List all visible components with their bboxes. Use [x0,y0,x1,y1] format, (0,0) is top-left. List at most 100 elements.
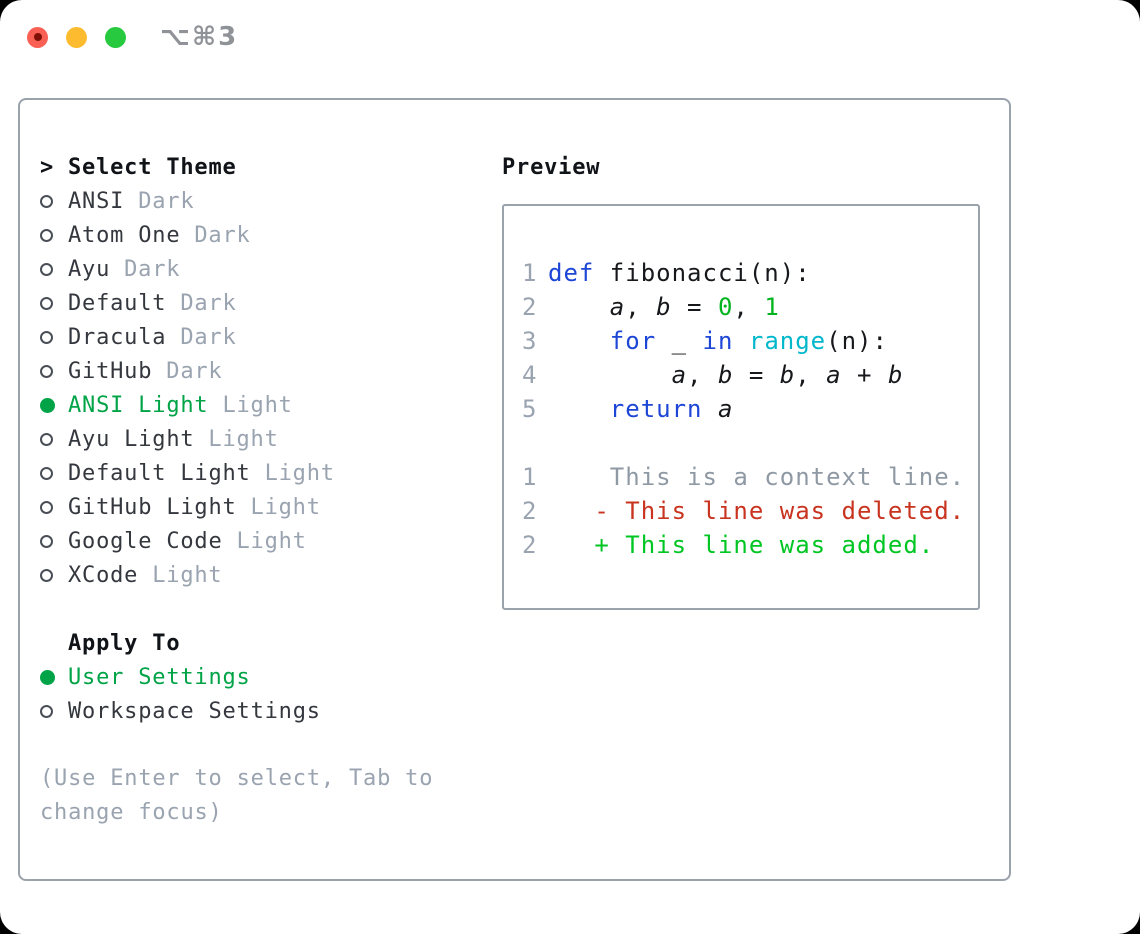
theme-option-label: Google Code [68,528,223,554]
theme-option-tag: Light [222,392,293,418]
apply-to-header: Apply To [40,626,485,660]
code-segment-ctx: This is a context line. [548,463,966,491]
code-segment-pl [548,395,610,423]
code-segment-pl [703,395,718,423]
preview-header: Preview [502,150,992,184]
line-number: 2 [522,531,538,559]
close-button[interactable] [27,26,48,48]
preview-title: Preview [502,154,601,180]
theme-option-atom-one[interactable]: Atom One Dark [40,218,485,252]
theme-option-tag: Dark [124,256,181,282]
apply-option-label: User Settings [68,664,251,690]
radio-icon [40,568,68,582]
theme-option-tag: Dark [194,222,251,248]
radio-circle-icon [40,194,53,208]
theme-option-label: GitHub [68,358,153,384]
code-segment-va: b [656,293,672,321]
theme-option-label: Ayu [68,256,111,282]
code-blank-line [522,426,978,460]
code-segment-va: b [887,361,904,389]
radio-icon [40,364,68,378]
code-segment-fn: range [748,327,827,355]
window-title-shortcut: ⌥⌘3 [160,22,239,52]
radio-circle-icon [40,568,53,582]
radio-circle-icon [40,330,53,344]
theme-option-label: ANSI [68,188,125,214]
spacer [40,592,485,626]
radio-circle-icon [40,669,55,685]
theme-option-label: Default Light [68,460,251,486]
radio-circle-icon [40,534,53,548]
theme-option-default-light[interactable]: Default Light Light [40,456,485,490]
code-segment-add: + This line was added. [548,531,935,559]
line-number: 2 [522,293,538,321]
radio-circle-icon [40,397,55,413]
code-line: 3 for _ in range(n): [522,324,978,358]
code-segment-nu: 0 [717,293,734,321]
radio-icon [40,296,68,310]
code-line: 2 - This line was deleted. [522,494,978,528]
code-segment-pl: , [625,293,657,321]
code-line: 1 This is a context line. [522,460,978,494]
code-segment-kw: return [609,395,703,423]
line-number: 1 [522,259,538,287]
code-line: 2 + This line was added. [522,528,978,562]
code-line: 5 return a [522,392,978,426]
theme-option-label: Default [68,290,167,316]
radio-circle-icon [40,500,53,514]
radio-icon [40,534,68,548]
radio-circle-icon [40,432,53,446]
zoom-button[interactable] [105,26,126,48]
theme-option-ayu[interactable]: Ayu Dark [40,252,485,286]
line-number: 1 [522,463,538,491]
theme-option-label: XCode [68,562,139,588]
spacer [40,728,485,762]
code-segment-pl [548,293,610,321]
code-segment-va: a [609,293,626,321]
radio-circle-icon [40,704,53,718]
apply-to-title: Apply To [68,630,181,656]
minimize-button[interactable] [66,26,87,48]
radio-circle-icon [40,466,53,480]
apply-option-workspace-settings[interactable]: Workspace Settings [40,694,485,728]
traffic-lights [27,26,126,48]
code-line: 2 a, b = 0, 1 [522,290,978,324]
code-segment-pl: , [687,361,718,389]
select-theme-header: > Select Theme [40,150,485,184]
close-dot-icon [33,33,42,41]
line-number: 3 [522,327,538,355]
code-segment-va: b [717,361,734,389]
theme-option-tag: Light [264,460,335,486]
code-segment-va: a [826,361,842,389]
code-segment-va: a [671,361,688,389]
line-number: 2 [522,497,538,525]
code-segment-kw: def [548,259,595,287]
theme-option-tag: Light [208,426,279,452]
code-segment-nu: 1 [764,293,780,321]
help-line: change focus) [40,800,223,825]
apply-option-user-settings[interactable]: User Settings [40,660,485,694]
radio-icon [40,669,68,685]
theme-option-label: Atom One [68,222,181,248]
code-segment-pl: = [671,293,718,321]
code-segment-pl [548,327,610,355]
code-segment-kw: in [702,327,734,355]
select-theme-title: Select Theme [68,154,237,180]
radio-icon [40,432,68,446]
theme-option-label: Dracula [68,324,167,350]
code-segment-kw: for [609,327,657,355]
